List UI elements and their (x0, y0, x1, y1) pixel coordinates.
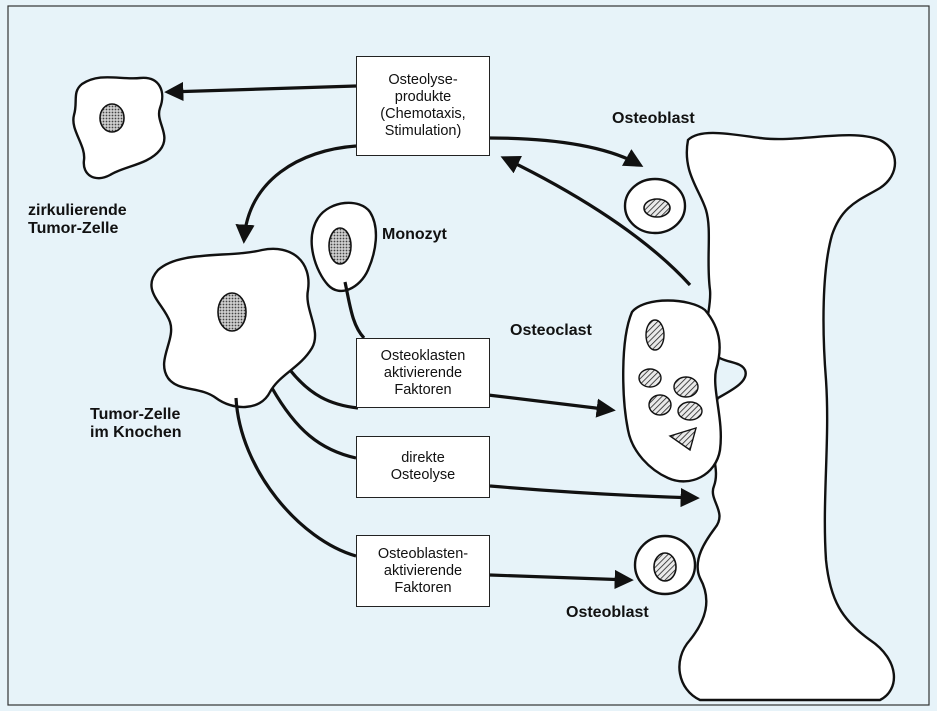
arrow-osteoclast-factors (488, 395, 612, 410)
label-osteoblast-top: Osteoblast (612, 110, 695, 128)
cell-nucleus (100, 104, 124, 132)
box-line: Stimulation) (357, 123, 489, 140)
cell-nucleus (218, 293, 246, 331)
label-osteoclast: Osteoclast (510, 322, 592, 340)
box-line: Osteolyse- (357, 72, 489, 89)
monocyte-nucleus (329, 228, 351, 264)
box-osteoblast-factors: Osteoblasten- aktivierende Faktoren (356, 535, 490, 607)
box-direct-osteolysis: direkte Osteolyse (356, 436, 490, 498)
label-line: zirkulierende (28, 202, 127, 220)
label-line: im Knochen (90, 424, 182, 442)
line-monocyte (345, 282, 364, 338)
label-line: Tumor-Zelle (90, 406, 182, 424)
label-circulating-tumor-cell: zirkulierende Tumor-Zelle (28, 202, 127, 238)
box-line: Osteolyse (357, 467, 489, 484)
box-line: Faktoren (357, 382, 489, 399)
label-bone-tumor-cell: Tumor-Zelle im Knochen (90, 406, 182, 442)
osteoclast-cell (623, 301, 721, 482)
box-line: produkte (357, 89, 489, 106)
box-line: direkte (357, 450, 489, 467)
box-osteolyse-products: Osteolyse- produkte (Chemotaxis, Stimula… (356, 56, 490, 156)
box-line: Faktoren (357, 580, 489, 597)
box-line: Osteoblasten- (357, 546, 489, 563)
box-line: aktivierende (357, 563, 489, 580)
box-osteoclast-factors: Osteoklasten aktivierende Faktoren (356, 338, 490, 408)
box-line: (Chemotaxis, (357, 106, 489, 123)
line-tumor-oaf (290, 370, 358, 408)
arrow-to-circulating (168, 86, 356, 92)
box-line: aktivierende (357, 365, 489, 382)
box-line: Osteoklasten (357, 348, 489, 365)
label-osteoblast-bottom: Osteoblast (566, 604, 649, 622)
label-line: Tumor-Zelle (28, 220, 127, 238)
arrow-direct-osteolyse (490, 486, 696, 498)
label-monocyte: Monozyt (382, 226, 447, 244)
line-tumor-direct (272, 388, 356, 458)
arrow-osteoblast-factors (490, 575, 630, 580)
